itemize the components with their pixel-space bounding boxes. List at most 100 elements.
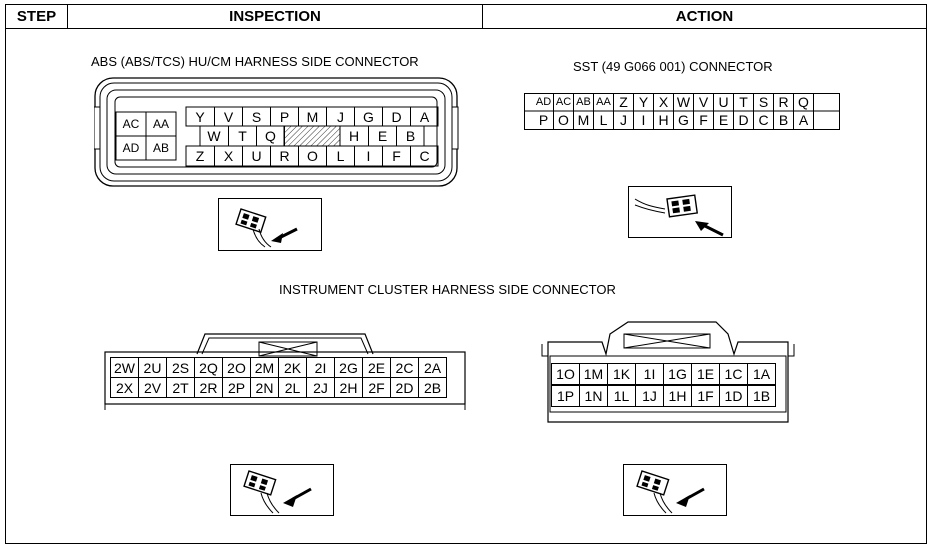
- cluster-2-pin: 2I: [306, 357, 335, 378]
- abs-pin: AC: [122, 117, 140, 131]
- abs-pin: B: [396, 126, 424, 146]
- sst-connector-title: SST (49 G066 001) CONNECTOR: [573, 59, 773, 74]
- cluster-2-pin: 2N: [250, 377, 279, 398]
- cluster-2-pin: 2T: [166, 377, 195, 398]
- abs-pin: AA: [152, 117, 169, 131]
- harness-connector-probe-icon: [636, 470, 705, 514]
- abs-pin: D: [382, 107, 410, 126]
- sst-pin: F: [694, 111, 714, 129]
- sst-pin: G: [674, 111, 694, 129]
- cluster-2-pin: 2Q: [194, 357, 223, 378]
- abs-pin: C: [410, 146, 438, 166]
- cluster-2-pin: 2W: [110, 357, 139, 378]
- sst-pin: P: [534, 111, 554, 129]
- sst-pin: W: [674, 93, 694, 111]
- cluster-2-pin: 2G: [334, 357, 363, 378]
- abs-pin: AB: [152, 141, 169, 155]
- sst-pin: B: [774, 111, 794, 129]
- harness-connector-probe-icon: [243, 470, 312, 514]
- sst-pin: AB: [574, 93, 594, 111]
- cluster-2-pin: 2O: [222, 357, 251, 378]
- cluster-2-pin: 2V: [138, 377, 167, 398]
- abs-pin: Z: [195, 148, 205, 164]
- cluster-2-pin: 2J: [306, 377, 335, 398]
- cluster-1-probe-box: [623, 464, 727, 516]
- cluster-2-pin: 2U: [138, 357, 167, 378]
- cluster-2-pin: 2P: [222, 377, 251, 398]
- cluster-2-pin: 2C: [390, 357, 419, 378]
- cluster-2-pin: 2K: [278, 357, 307, 378]
- sst-pin: L: [594, 111, 614, 129]
- header-step: STEP: [6, 5, 68, 29]
- cluster-1-pin: 1G: [663, 363, 692, 385]
- cluster-1-pin: 1D: [719, 385, 748, 407]
- cluster-connector-1-shell: [541, 321, 795, 423]
- cluster-2-probe-box: [230, 464, 334, 516]
- sst-pin: S: [754, 93, 774, 111]
- sst-pin: Z: [614, 93, 634, 111]
- cluster-1-pin: 1B: [747, 385, 776, 407]
- abs-pin: H: [348, 128, 360, 144]
- abs-pin: A: [410, 107, 438, 126]
- sst-pin: O: [554, 111, 574, 129]
- cluster-2-pin: 2S: [166, 357, 195, 378]
- cluster-1-pin: 1M: [579, 363, 608, 385]
- cluster-1-pin: 1N: [579, 385, 608, 407]
- sst-pin: J: [614, 111, 634, 129]
- sst-pin: U: [714, 93, 734, 111]
- cluster-2-pin: 2R: [194, 377, 223, 398]
- sst-pin: Q: [794, 93, 814, 111]
- cluster-2-pin: 2L: [278, 377, 307, 398]
- abs-pin: F: [382, 146, 410, 166]
- cluster-1-pin: 1I: [635, 363, 664, 385]
- abs-pin: [284, 126, 340, 146]
- abs-pin: P: [270, 107, 298, 126]
- sst-pin: AA: [594, 93, 614, 111]
- sst-pin: M: [574, 111, 594, 129]
- sst-pin: D: [734, 111, 754, 129]
- cluster-1-pin: 1O: [551, 363, 580, 385]
- cluster-1-pin: 1J: [635, 385, 664, 407]
- cluster-1-pin: 1L: [607, 385, 636, 407]
- sst-pin: A: [794, 111, 814, 129]
- abs-pin: E: [368, 126, 396, 146]
- header-action: ACTION: [483, 5, 926, 29]
- cluster-2-pin: 2F: [362, 377, 391, 398]
- sst-pin: Y: [634, 93, 654, 111]
- abs-pin: T: [228, 126, 256, 146]
- abs-pin: X: [214, 146, 242, 166]
- sst-pin: AC: [554, 93, 574, 111]
- sst-pin: X: [654, 93, 674, 111]
- abs-pin: R: [270, 146, 298, 166]
- harness-connector-probe-icon: [235, 208, 298, 248]
- abs-connector-shell: [94, 77, 459, 187]
- cluster-1-pin: 1C: [719, 363, 748, 385]
- abs-pin: V: [214, 107, 242, 126]
- cluster-1-pin: 1K: [607, 363, 636, 385]
- cluster-2-pin: 2M: [250, 357, 279, 378]
- sst-connector-shell: [524, 93, 840, 130]
- cluster-1-pin: 1H: [663, 385, 692, 407]
- cluster-2-pin: 2X: [110, 377, 139, 398]
- cluster-1-pin: 1A: [747, 363, 776, 385]
- cluster-1-pin: 1P: [551, 385, 580, 407]
- sst-pin: R: [774, 93, 794, 111]
- cluster-connector-title: INSTRUMENT CLUSTER HARNESS SIDE CONNECTO…: [279, 282, 616, 297]
- abs-pin: L: [326, 146, 354, 166]
- cluster-connector-2-shell: [104, 333, 466, 410]
- cluster-2-pin: 2E: [362, 357, 391, 378]
- abs-pin: Y: [195, 108, 205, 125]
- sst-pin: H: [654, 111, 674, 129]
- abs-pin: Q: [256, 126, 284, 146]
- sst-pin: V: [694, 93, 714, 111]
- abs-pin: AD: [122, 141, 140, 155]
- cluster-2-pin: 2A: [418, 357, 447, 378]
- abs-pin: U: [242, 146, 270, 166]
- abs-probe-box: [218, 198, 322, 251]
- abs-connector-title: ABS (ABS/TCS) HU/CM HARNESS SIDE CONNECT…: [91, 54, 419, 69]
- sst-probe-box: [628, 186, 732, 238]
- sst-pin: E: [714, 111, 734, 129]
